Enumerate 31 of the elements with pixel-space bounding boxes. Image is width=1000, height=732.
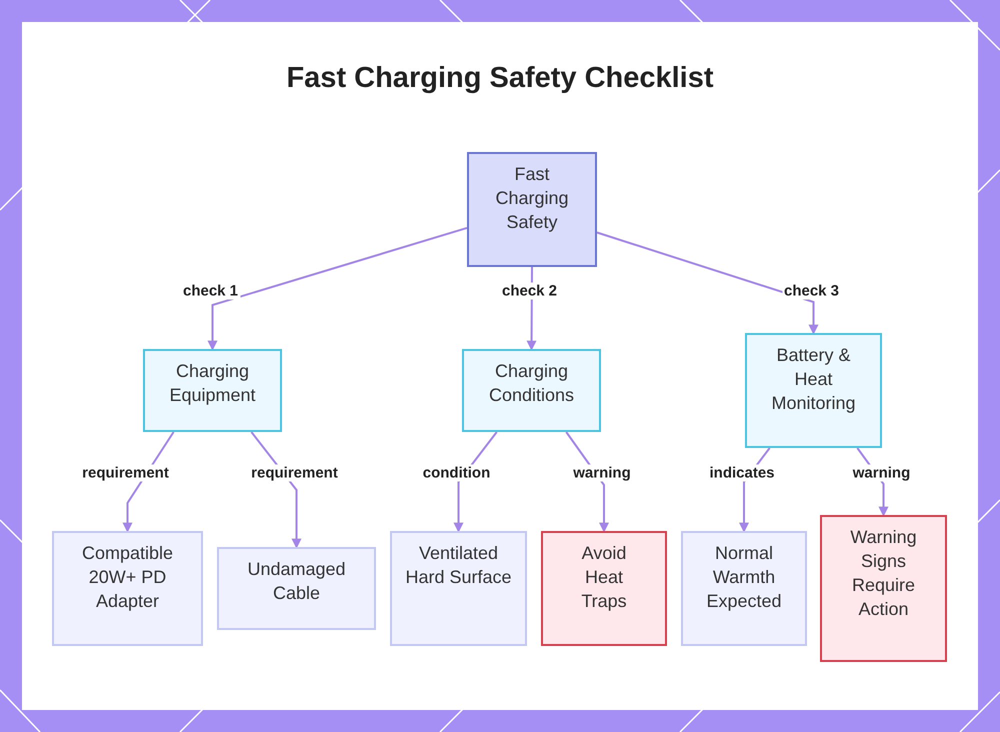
node-label: Compatible 20W+ PD Adapter xyxy=(80,542,174,613)
node-label: Ventilated Hard Surface xyxy=(404,542,513,589)
edge-label: condition xyxy=(420,464,492,482)
edge-label: check 2 xyxy=(500,282,560,300)
process-box xyxy=(467,152,597,267)
node-label: Undamaged Cable xyxy=(246,558,347,605)
edge-label: check 3 xyxy=(782,282,842,300)
node-label: Normal Warmth Expected xyxy=(705,542,783,613)
node-label: Battery & Heat Monitoring xyxy=(770,344,857,415)
process-box xyxy=(390,531,527,646)
edge-label: requirement xyxy=(80,464,171,482)
process-box xyxy=(143,349,282,432)
node-label: Avoid Heat Traps xyxy=(580,542,628,613)
process-box xyxy=(462,349,601,432)
node-label: Charging Equipment xyxy=(168,360,257,407)
node-label: Charging Conditions xyxy=(488,360,576,407)
process-box xyxy=(541,531,667,646)
process-box xyxy=(681,531,807,646)
node-label: Warning Signs Require Action xyxy=(849,526,918,621)
node-label: Fast Charging Safety xyxy=(494,163,570,234)
edge-label: requirement xyxy=(249,464,340,482)
edge-label: check 1 xyxy=(180,282,240,300)
edge-label: warning xyxy=(571,464,633,482)
diagram-title: Fast Charging Safety Checklist xyxy=(286,62,714,95)
connector-arrow xyxy=(596,232,818,335)
edge-label: warning xyxy=(850,464,912,482)
connector-arrow xyxy=(208,226,468,351)
process-box xyxy=(52,531,203,646)
process-box xyxy=(217,547,376,630)
process-box xyxy=(745,333,882,448)
process-box xyxy=(820,515,947,662)
